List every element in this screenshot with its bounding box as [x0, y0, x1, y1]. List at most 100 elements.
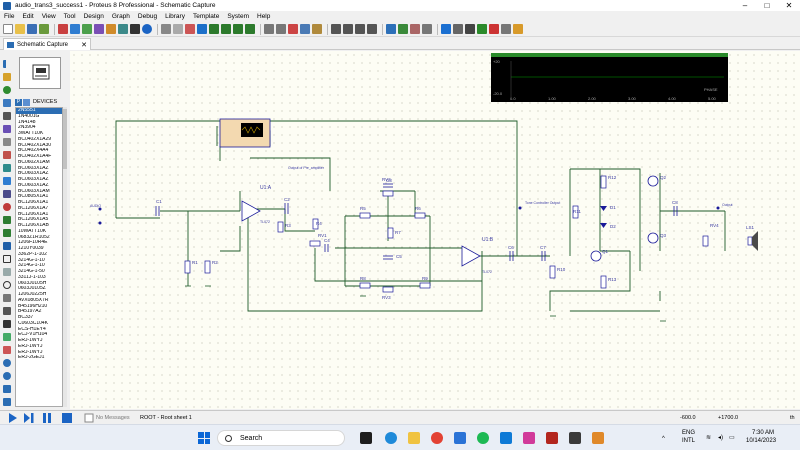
- op-amp-u1a[interactable]: U1:A TL072: [241, 185, 272, 224]
- wifi-icon[interactable]: ≋: [706, 435, 712, 441]
- menu-system[interactable]: System: [227, 13, 249, 20]
- generator-icon[interactable]: [3, 203, 11, 211]
- zoom-area-icon[interactable]: [245, 24, 255, 34]
- wire-autorouter-icon[interactable]: [441, 24, 451, 34]
- rotate-anticlockwise-icon[interactable]: [3, 372, 11, 380]
- selection-mode-icon[interactable]: [3, 60, 11, 68]
- virtual-instruments-icon[interactable]: [3, 242, 11, 250]
- device-list-item[interactable]: C0603C104K: [18, 320, 49, 326]
- device-list-item[interactable]: BC0603X1AZ: [18, 177, 49, 182]
- resistors[interactable]: [184, 175, 607, 289]
- open-folder-icon[interactable]: [15, 24, 25, 34]
- home-icon[interactable]: [58, 24, 68, 34]
- device-list-item[interactable]: 1N4001G: [18, 113, 40, 119]
- figma-icon[interactable]: [523, 432, 535, 444]
- 3d-view-icon[interactable]: [94, 24, 104, 34]
- device-list-item[interactable]: BC0602X1AM: [18, 159, 50, 165]
- schematic-canvas[interactable]: +20 -20.0 0.0 1.00 2.00 3.00 4.00 5.00 P…: [70, 51, 800, 409]
- undo-icon[interactable]: [264, 24, 274, 34]
- text-2d-icon[interactable]: [3, 320, 11, 328]
- menu-design[interactable]: Design: [83, 13, 104, 20]
- clock-date[interactable]: 10/14/2023: [746, 438, 777, 444]
- save-icon[interactable]: [27, 24, 37, 34]
- block-rotate-icon[interactable]: [355, 24, 365, 34]
- terminals[interactable]: [98, 206, 720, 225]
- zoom-all-icon[interactable]: [233, 24, 243, 34]
- search-tag-icon[interactable]: [453, 24, 463, 34]
- pause-icon[interactable]: [42, 413, 52, 423]
- device-list-item[interactable]: ECJ-V1H104: [18, 332, 48, 338]
- menu-view[interactable]: View: [41, 13, 56, 20]
- tape-recorder-icon[interactable]: [3, 190, 11, 198]
- grid-toggle-icon[interactable]: [173, 24, 183, 34]
- paste-icon[interactable]: [312, 24, 322, 34]
- task-view-icon[interactable]: [360, 432, 372, 444]
- property-assign-icon[interactable]: [465, 24, 475, 34]
- symbol-2d-icon[interactable]: [3, 333, 11, 341]
- minimize-button[interactable]: –: [742, 1, 748, 10]
- mirror-x-icon[interactable]: [3, 385, 11, 393]
- device-list-item[interactable]: BC0603X1AZ: [18, 171, 49, 177]
- device-list-item[interactable]: 1206F10R4E: [18, 240, 48, 246]
- device-pins-icon[interactable]: [3, 164, 11, 172]
- clock-time[interactable]: 7:30 AM: [752, 430, 775, 436]
- wire-label-icon[interactable]: [3, 99, 11, 107]
- device-list-item[interactable]: BC0402X1A30: [18, 142, 52, 148]
- exit-to-parent-icon[interactable]: [501, 24, 511, 34]
- component-mode-icon[interactable]: [3, 73, 11, 81]
- menu-debug[interactable]: Debug: [137, 13, 158, 20]
- device-list-item[interactable]: BC1206X1A1: [18, 200, 49, 205]
- menu-template[interactable]: Template: [192, 13, 220, 20]
- chrome-icon[interactable]: [431, 432, 443, 444]
- close-project-icon[interactable]: [39, 24, 49, 34]
- library-manager-icon[interactable]: [23, 98, 30, 106]
- maximize-button[interactable]: □: [764, 1, 770, 10]
- device-list-item[interactable]: 3311J-1-103: [18, 274, 46, 280]
- device-list-item[interactable]: 3214G-1-10: [18, 263, 45, 269]
- pick-devices-button[interactable]: P: [15, 98, 22, 106]
- netlist-to-ares-icon[interactable]: [513, 24, 523, 34]
- pcb-layout-icon[interactable]: [82, 24, 92, 34]
- device-list-item[interactable]: 2N5551: [16, 108, 62, 114]
- menu-help[interactable]: Help: [257, 13, 271, 20]
- device-list-item[interactable]: BC0805X1A1: [18, 194, 49, 200]
- spotify-icon[interactable]: [477, 432, 489, 444]
- chat-icon[interactable]: [385, 432, 397, 444]
- device-list-item[interactable]: ERJ-1WYJ: [18, 349, 43, 355]
- tab-close-icon[interactable]: ✕: [81, 41, 87, 49]
- menu-graph[interactable]: Graph: [111, 13, 130, 20]
- device-list-item[interactable]: BC1206X1A5: [18, 217, 49, 223]
- device-list-item[interactable]: ERJ-2GEJ1: [18, 355, 45, 361]
- decompose-icon[interactable]: [422, 24, 432, 34]
- device-list-item[interactable]: BC1206X1AB: [18, 223, 49, 228]
- region-indicator[interactable]: INTL: [682, 438, 696, 444]
- buses-icon[interactable]: [3, 125, 11, 133]
- taskbar-search[interactable]: Search: [217, 430, 345, 446]
- device-list-item[interactable]: 3WATT10K: [18, 131, 44, 136]
- packaging-tool-icon[interactable]: [410, 24, 420, 34]
- vscode-icon[interactable]: [500, 432, 512, 444]
- refresh-icon[interactable]: [161, 24, 171, 34]
- line-2d-icon[interactable]: [3, 255, 11, 263]
- device-list-item[interactable]: AVX0805X7R: [18, 297, 49, 303]
- menu-library[interactable]: Library: [165, 13, 185, 20]
- onenote-icon[interactable]: [546, 432, 558, 444]
- device-list-item[interactable]: 0603J0105Z: [18, 286, 46, 292]
- origin-icon[interactable]: [185, 24, 195, 34]
- menu-file[interactable]: File: [4, 13, 15, 20]
- terminals-icon[interactable]: [3, 151, 11, 159]
- help-icon[interactable]: [142, 24, 152, 34]
- device-list-item[interactable]: BC1206X1A7: [18, 205, 49, 211]
- block-delete-icon[interactable]: [367, 24, 377, 34]
- pan-icon[interactable]: [197, 24, 207, 34]
- speaker-ls1[interactable]: [747, 231, 758, 251]
- analogue-graph[interactable]: +20 -20.0 0.0 1.00 2.00 3.00 4.00 5.00 P…: [491, 53, 728, 102]
- graph-mode-icon[interactable]: [3, 177, 11, 185]
- device-list-item[interactable]: BC337: [18, 315, 34, 320]
- play-icon[interactable]: [8, 413, 18, 423]
- potentiometers[interactable]: [309, 190, 709, 293]
- subcircuit-icon[interactable]: [3, 138, 11, 146]
- pick-device-icon[interactable]: [386, 24, 396, 34]
- menu-tool[interactable]: Tool: [63, 13, 76, 20]
- text-script-icon[interactable]: [3, 112, 11, 120]
